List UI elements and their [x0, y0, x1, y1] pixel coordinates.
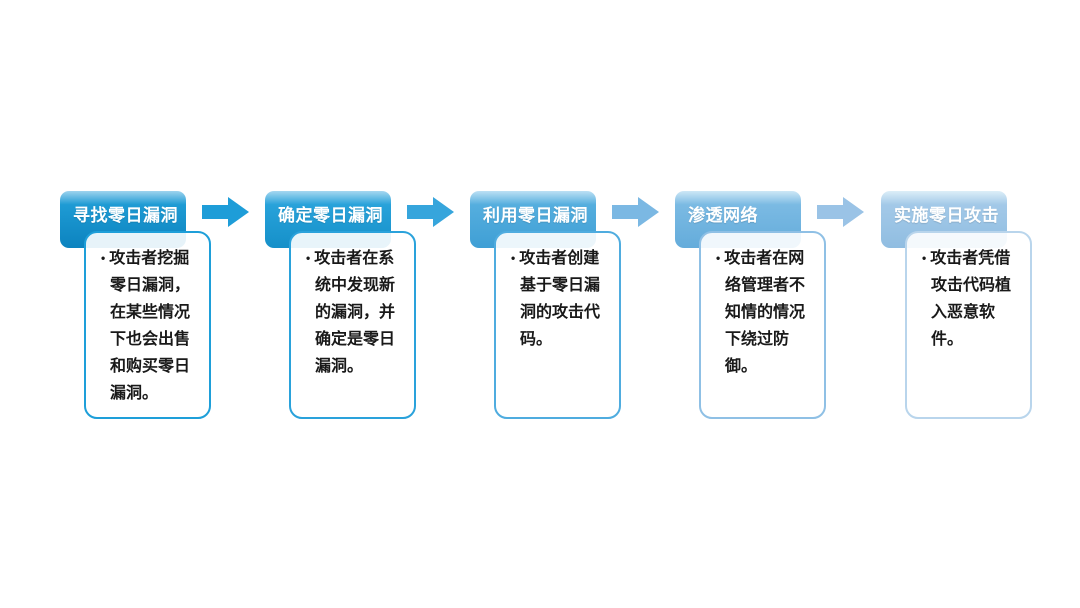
bullet-marker: •: [922, 251, 927, 265]
step-card: •攻击者在网络管理者不知情的情况下绕过防御。: [699, 231, 826, 419]
step-card: •攻击者在系统中发现新的漏洞，并确定是零日漏洞。: [289, 231, 416, 419]
step-group-find-vulnerability: 寻找零日漏洞 •攻击者挖掘零日漏洞，在某些情况下也会出售和购买零日漏洞。: [60, 191, 265, 421]
step-title: 确定零日漏洞: [278, 206, 383, 225]
step-body-text: 攻击者在系统中发现新的漏洞，并确定是零日漏洞。: [314, 250, 396, 375]
step-group-launch-attack: 实施零日攻击 •攻击者凭借攻击代码植入恶意软件。: [881, 191, 1080, 421]
arrow-right-icon: [407, 197, 454, 227]
step-card: •攻击者创建基于零日漏洞的攻击代码。: [494, 231, 621, 419]
step-group-confirm-vulnerability: 确定零日漏洞 •攻击者在系统中发现新的漏洞，并确定是零日漏洞。: [265, 191, 470, 421]
step-body: •攻击者凭借攻击代码植入恶意软件。: [907, 233, 1030, 353]
step-body: •攻击者创建基于零日漏洞的攻击代码。: [496, 233, 619, 353]
step-title: 渗透网络: [688, 206, 758, 225]
step-title: 利用零日漏洞: [483, 206, 588, 225]
step-card: •攻击者凭借攻击代码植入恶意软件。: [905, 231, 1032, 419]
step-title: 实施零日攻击: [894, 206, 999, 225]
step-title: 寻找零日漏洞: [73, 206, 178, 225]
bullet-marker: •: [101, 251, 106, 265]
arrow-right-icon: [612, 197, 659, 227]
step-body: •攻击者在网络管理者不知情的情况下绕过防御。: [701, 233, 824, 380]
bullet-marker: •: [511, 251, 516, 265]
step-body: •攻击者挖掘零日漏洞，在某些情况下也会出售和购买零日漏洞。: [86, 233, 209, 407]
step-group-exploit-vulnerability: 利用零日漏洞 •攻击者创建基于零日漏洞的攻击代码。: [470, 191, 675, 421]
step-card: •攻击者挖掘零日漏洞，在某些情况下也会出售和购买零日漏洞。: [84, 231, 211, 419]
step-body-text: 攻击者凭借攻击代码植入恶意软件。: [930, 250, 1012, 348]
arrow-right-icon: [817, 197, 864, 227]
step-body: •攻击者在系统中发现新的漏洞，并确定是零日漏洞。: [291, 233, 414, 380]
arrow-right-icon: [202, 197, 249, 227]
step-body-text: 攻击者在网络管理者不知情的情况下绕过防御。: [724, 250, 806, 375]
step-group-penetrate-network: 渗透网络 •攻击者在网络管理者不知情的情况下绕过防御。: [675, 191, 880, 421]
step-body-text: 攻击者创建基于零日漏洞的攻击代码。: [519, 250, 601, 348]
step-body-text: 攻击者挖掘零日漏洞，在某些情况下也会出售和购买零日漏洞。: [109, 250, 191, 402]
bullet-marker: •: [306, 251, 311, 265]
bullet-marker: •: [716, 251, 721, 265]
